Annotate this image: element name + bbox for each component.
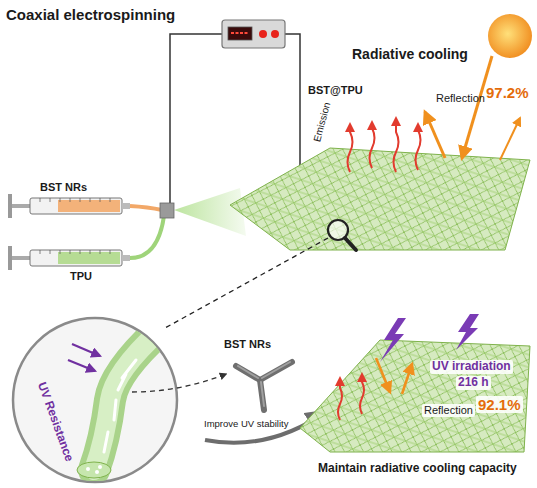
duration-label: 216 h xyxy=(456,376,491,390)
reflectance-value: 97.2% xyxy=(486,84,529,101)
uv-label: UV irradiation xyxy=(430,360,513,374)
panel-caption: Maintain radiative cooling capacity xyxy=(318,462,517,476)
panel-title: Radiative cooling xyxy=(352,46,468,62)
reflection-label: Reflection xyxy=(422,404,475,417)
material-label: BST@TPU xyxy=(308,84,363,97)
syringe-label: BST NRs xyxy=(40,181,87,194)
emission-label: Emission xyxy=(311,101,333,143)
nanorod-label: BST NRs xyxy=(224,338,271,351)
syringe-label: TPU xyxy=(70,270,92,283)
reflection-label: Reflection xyxy=(436,92,485,105)
section-title: Coaxial electrospinning xyxy=(6,6,175,23)
arrow-label: Improve UV stability xyxy=(204,419,288,430)
reflectance-value: 92.1% xyxy=(476,396,523,413)
